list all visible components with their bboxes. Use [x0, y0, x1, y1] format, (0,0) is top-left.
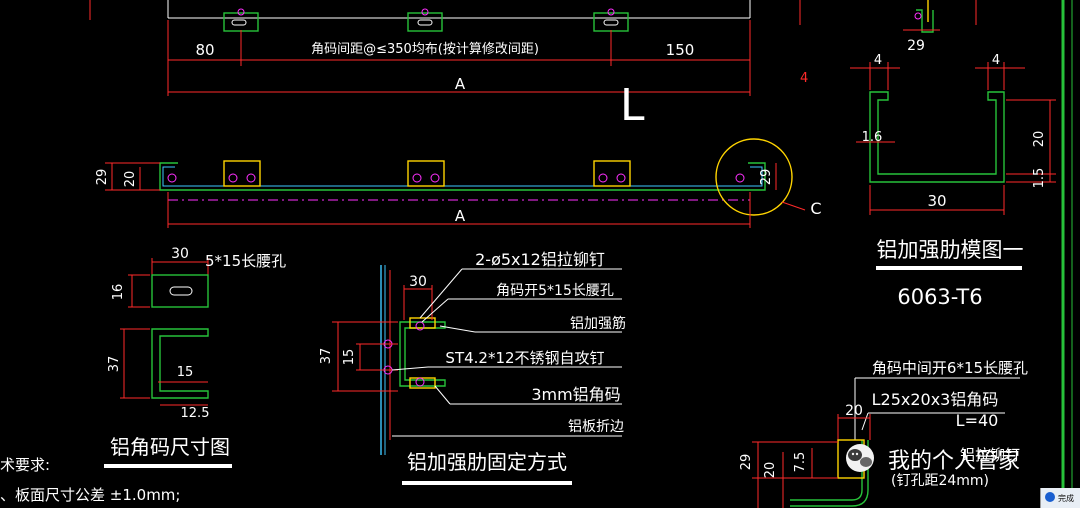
profile-title: 铝加强肋模图一 — [877, 238, 1024, 262]
profile-section — [850, 0, 1056, 270]
fixing-method-drawing — [332, 265, 622, 485]
fix-dim-15: 15 — [342, 349, 357, 366]
fix-fold: 铝板折边 — [568, 419, 624, 435]
bracket-plan — [407, 12, 443, 32]
info-icon — [1045, 492, 1055, 502]
watermark — [846, 444, 874, 472]
bracket-slot — [169, 286, 193, 296]
spacing-note: 角码间距@≤350均布(按计算修改间距) — [311, 42, 539, 57]
tech-req-item1: 、板面尺寸公差 ±1.0mm; — [0, 486, 180, 504]
profile-top-value: 29 — [907, 38, 925, 54]
bracket-width: 30 — [171, 246, 189, 262]
detail-drawing — [752, 377, 1020, 508]
fix-slot: 角码开5*15长腰孔 — [496, 283, 614, 299]
detail-slot-note: 角码中间开6*15长腰孔 — [872, 359, 1028, 377]
bracket-side — [151, 328, 209, 399]
bracket-face — [151, 274, 209, 308]
sheet-number: 4 — [800, 71, 808, 86]
bracket-section — [407, 160, 445, 187]
bracket-section — [223, 160, 261, 187]
bracket-dim-16: 16 — [111, 284, 126, 301]
detail-label: C — [810, 199, 821, 218]
profile-alloy: 6063-T6 — [897, 285, 982, 309]
tech-req-heading: 术要求: — [0, 456, 50, 474]
status-badge-text: 完成 — [1058, 494, 1074, 503]
section-view — [105, 138, 806, 228]
detail-pitch-note: (钉孔距24mm) — [891, 473, 989, 489]
profile-left-lip: 4 — [874, 53, 882, 68]
detail-length: L=40 — [956, 411, 999, 430]
detail-dim-29: 29 — [739, 454, 754, 471]
profile-thickness: 1.6 — [862, 130, 883, 145]
detail-dim-20: 20 — [845, 403, 863, 419]
detail-dim-20b: 20 — [763, 462, 778, 479]
fix-rivet: 2-ø5x12铝拉铆钉 — [475, 250, 605, 269]
detail-dim-7-5: 7.5 — [793, 452, 808, 473]
bracket-dim-15: 15 — [177, 365, 194, 380]
section-overall-dim: A — [455, 207, 466, 225]
profile-width: 30 — [927, 192, 946, 210]
status-badge[interactable]: 完成 — [1040, 488, 1080, 508]
profile-shape — [869, 91, 1005, 183]
rib-profile — [159, 162, 766, 191]
bracket-title: 铝角码尺寸图 — [110, 435, 230, 459]
view-letter: L — [620, 80, 645, 131]
detail-angle-spec: L25x20x3铝角码 — [872, 390, 999, 409]
profile-right-lip: 4 — [992, 53, 1000, 68]
fix-angle: 3mm铝角码 — [531, 385, 620, 404]
section-dim-29-right: 29 — [759, 169, 774, 186]
fix-dim-37: 37 — [319, 348, 334, 365]
detail-circle — [715, 138, 793, 216]
profile-bottom: 1.5 — [1032, 168, 1047, 189]
corner-bracket-drawing — [104, 258, 232, 468]
bracket-dim-12-5: 12.5 — [181, 406, 210, 421]
fix-dim-30: 30 — [409, 274, 427, 290]
fix-rib: 铝加强筋 — [570, 315, 626, 332]
top-overall-dim: A — [455, 75, 466, 93]
bracket-section — [593, 160, 631, 187]
section-dim-29: 29 — [95, 169, 110, 186]
section-dim-20: 20 — [123, 171, 138, 188]
bracket-slot-note: 5*15长腰孔 — [205, 252, 286, 270]
fix-title: 铝加强肋固定方式 — [407, 450, 567, 474]
top-right-dim: 150 — [666, 41, 695, 59]
profile-height: 20 — [1032, 131, 1047, 148]
detail-rivet: 铝拉铆钉 — [960, 446, 1020, 464]
top-left-dim: 80 — [195, 41, 214, 59]
top-plan-view — [167, 0, 751, 96]
fix-screw: ST4.2*12不锈钢自攻钉 — [445, 349, 604, 367]
bracket-dim-37: 37 — [107, 356, 122, 373]
watermark-name: 我的个人管家 — [888, 449, 1020, 474]
bracket-plan — [223, 12, 259, 32]
bracket-plan — [593, 12, 629, 32]
